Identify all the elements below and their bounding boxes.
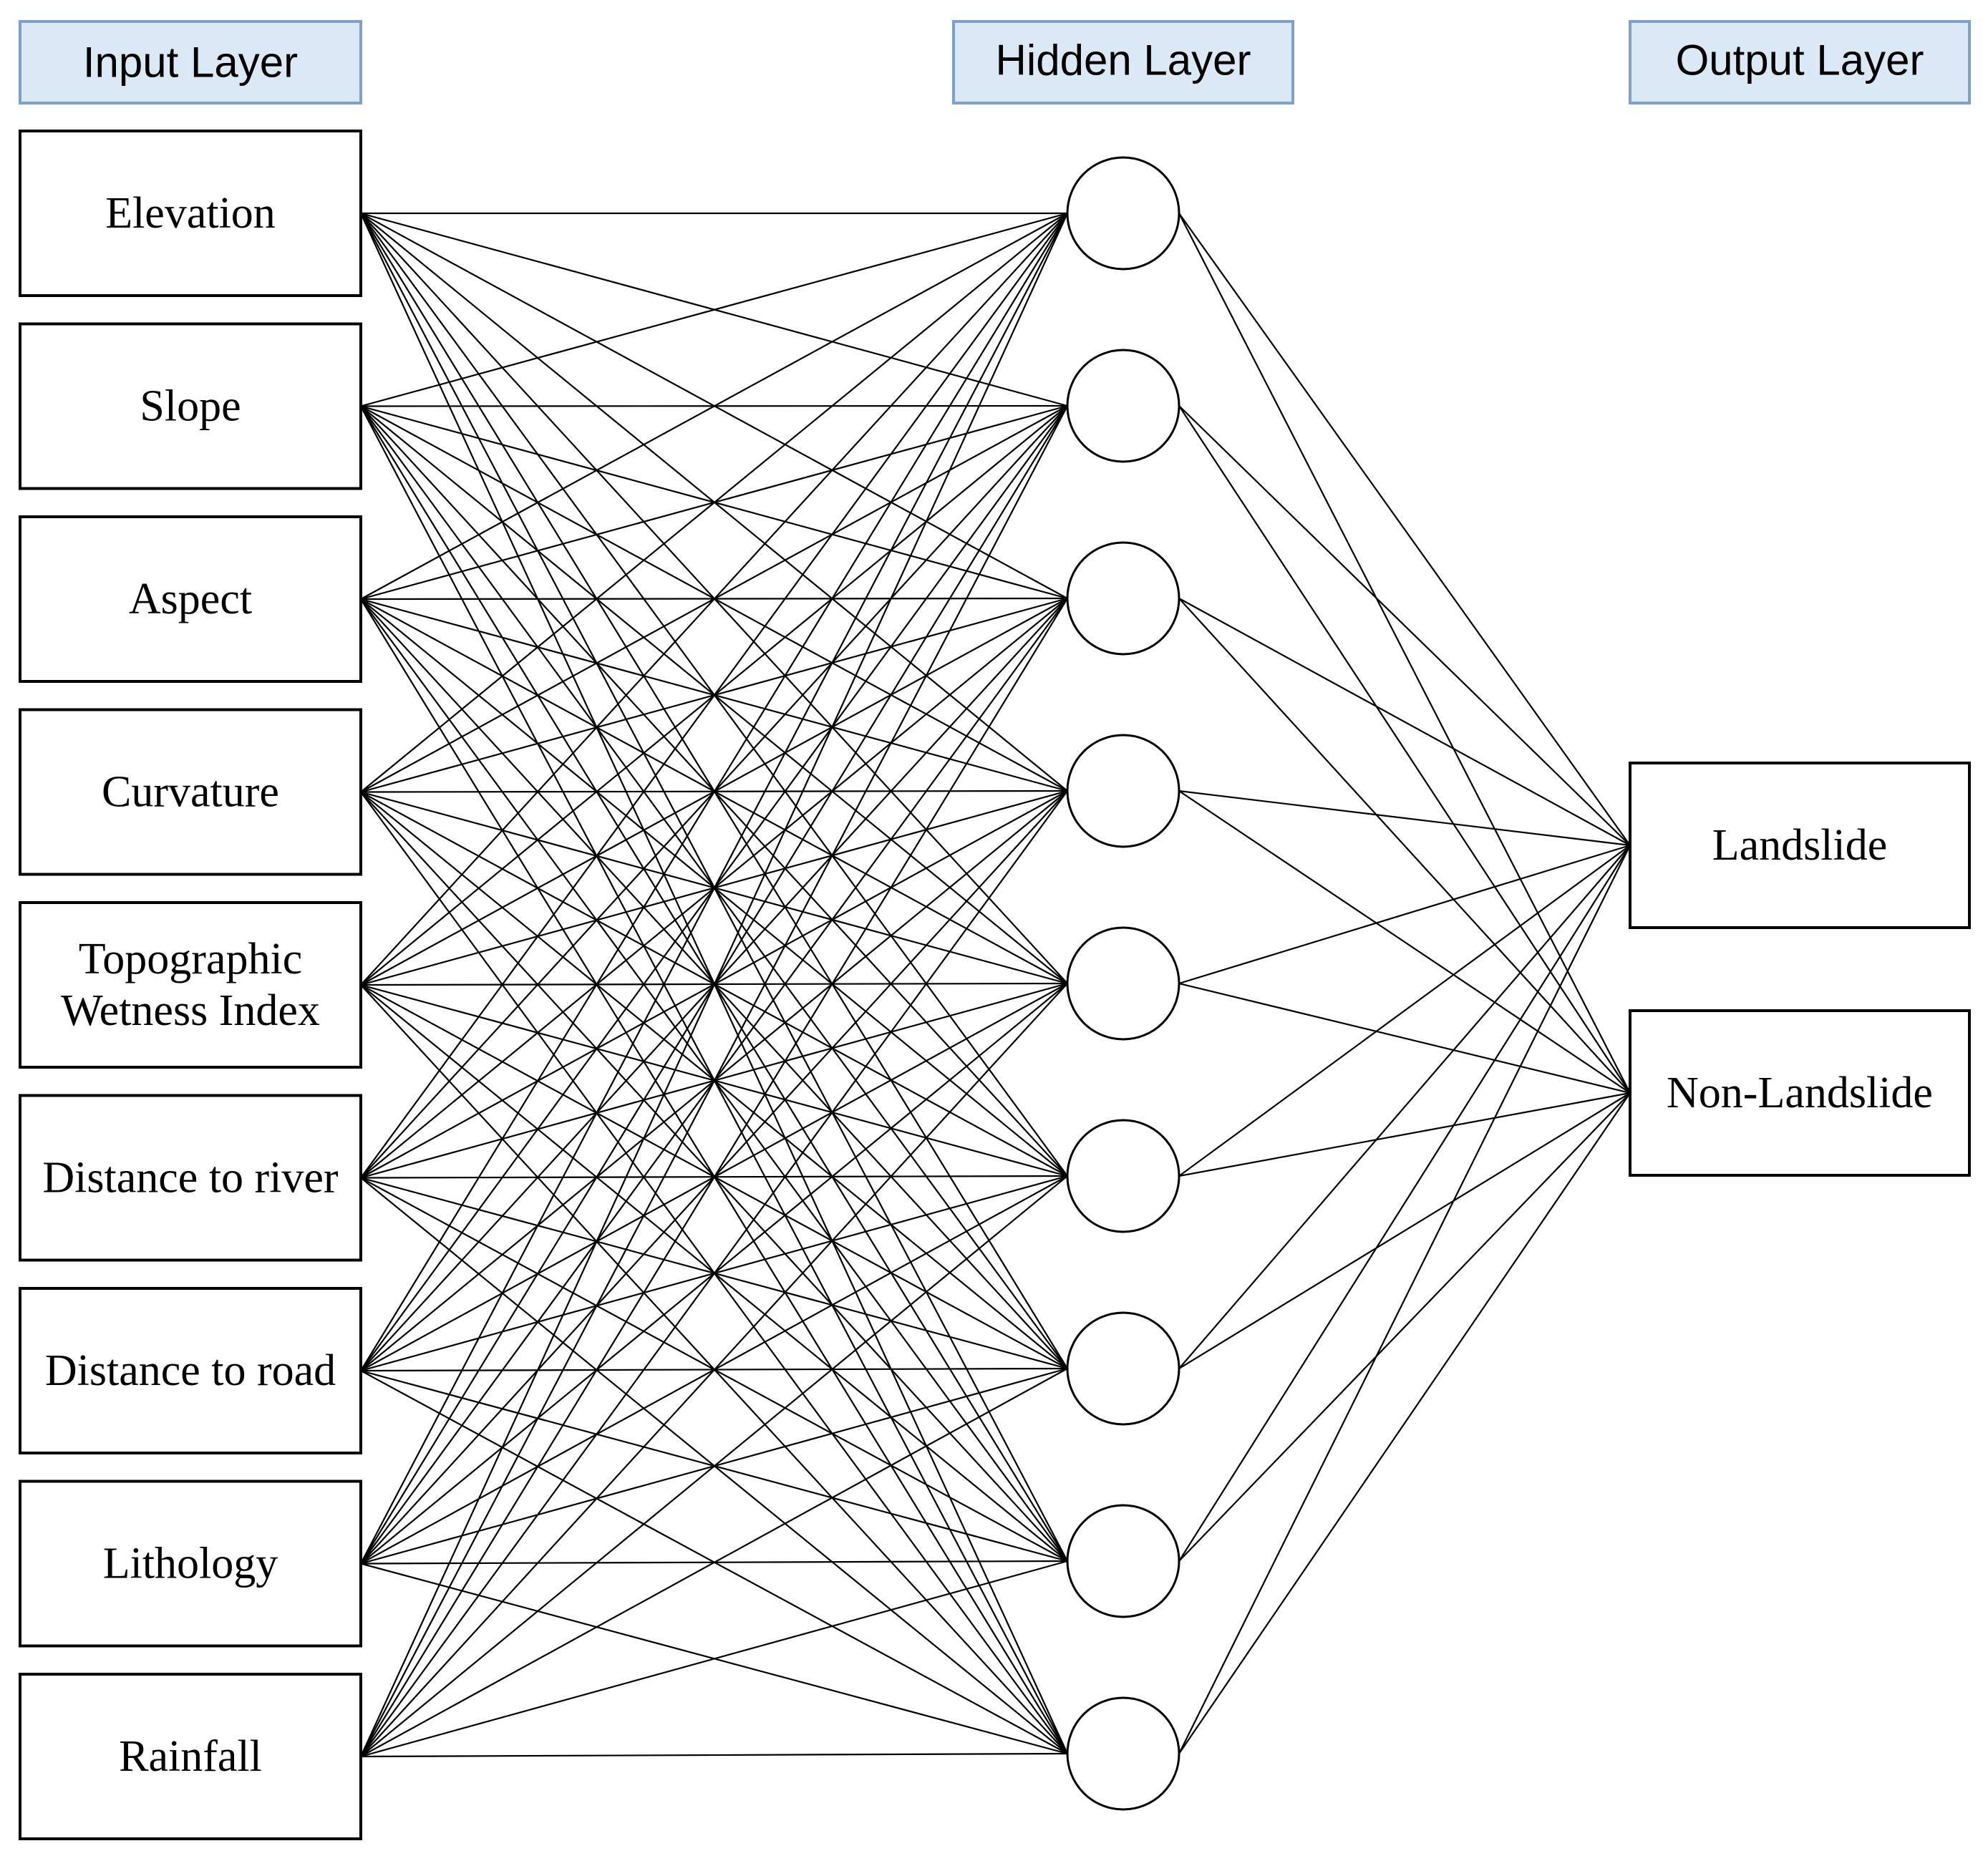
connection-input-9-hidden-7 <box>360 1368 1068 1757</box>
connection-input-3-hidden-1 <box>360 213 1068 600</box>
hidden-neuron-8 <box>1066 1504 1180 1618</box>
input-node-distance-to-river-label: Distance to river <box>42 1154 339 1202</box>
output-node-non-landslide-label: Non-Landslide <box>1667 1069 1933 1117</box>
connection-hidden-6-output-2 <box>1178 1092 1631 1177</box>
input-node-slope: Slope <box>19 322 362 490</box>
input-node-rainfall-label: Rainfall <box>119 1732 262 1781</box>
input-node-topographic-wetness-index-label: Topographic <box>79 935 302 983</box>
hidden-neuron-5 <box>1066 926 1180 1041</box>
input-layer-title: Input Layer <box>83 39 298 87</box>
hidden-layer-title: Hidden Layer <box>996 37 1251 84</box>
input-node-distance-to-road-label: Distance to road <box>45 1346 336 1395</box>
connection-hidden-8-output-1 <box>1178 845 1631 1562</box>
connection-input-7-hidden-1 <box>360 213 1068 1371</box>
input-node-distance-to-road: Distance to road <box>19 1287 362 1454</box>
connection-hidden-4-output-1 <box>1178 789 1631 847</box>
connection-hidden-9-output-2 <box>1178 1092 1631 1754</box>
hidden-neuron-3 <box>1066 541 1180 656</box>
connection-hidden-5-output-2 <box>1178 982 1631 1094</box>
connection-hidden-1-output-1 <box>1178 213 1631 846</box>
hidden-layer-header: Hidden Layer <box>952 20 1294 105</box>
connection-hidden-7-output-1 <box>1178 845 1631 1369</box>
connection-input-9-hidden-1 <box>359 213 1069 1757</box>
connection-input-9-hidden-9 <box>360 1752 1068 1758</box>
input-node-curvature: Curvature <box>19 708 362 876</box>
output-node-non-landslide: Non-Landslide <box>1629 1009 1971 1177</box>
input-node-aspect-label: Aspect <box>129 575 252 623</box>
input-node-distance-to-river: Distance to river <box>19 1094 362 1262</box>
connection-hidden-3-output-2 <box>1178 598 1631 1094</box>
connection-input-4-hidden-1 <box>360 213 1068 793</box>
connection-input-9-hidden-4 <box>360 790 1068 1757</box>
connection-input-9-hidden-3 <box>360 598 1068 1757</box>
connection-hidden-6-output-1 <box>1178 845 1631 1177</box>
connections <box>359 212 1631 1758</box>
hidden-neuron-1 <box>1066 156 1180 271</box>
input-node-lithology: Lithology <box>19 1479 362 1648</box>
connection-hidden-9-output-1 <box>1178 845 1631 1754</box>
input-node-elevation: Elevation <box>19 130 362 297</box>
hidden-neuron-7 <box>1066 1311 1180 1426</box>
hidden-neuron-2 <box>1066 349 1180 463</box>
input-layer: ElevationSlopeAspectCurvatureTopographic… <box>19 130 362 1840</box>
connection-input-5-hidden-1 <box>360 213 1068 986</box>
connection-input-6-hidden-1 <box>360 213 1068 1179</box>
connection-hidden-2-output-1 <box>1178 405 1631 846</box>
input-node-topographic-wetness-index-label: Wetness Index <box>61 986 320 1035</box>
connection-hidden-2-output-2 <box>1178 405 1631 1094</box>
input-node-curvature-label: Curvature <box>102 768 279 817</box>
output-layer-header: Output Layer <box>1629 20 1971 105</box>
connection-input-9-hidden-5 <box>360 983 1068 1757</box>
connection-hidden-8-output-2 <box>1178 1092 1631 1562</box>
connection-input-2-hidden-1 <box>360 212 1068 407</box>
output-node-landslide-label: Landslide <box>1712 821 1888 870</box>
connection-hidden-7-output-2 <box>1178 1092 1631 1369</box>
hidden-layer <box>1066 156 1180 1811</box>
connection-input-8-hidden-1 <box>360 213 1068 1565</box>
connection-input-9-hidden-6 <box>360 1175 1068 1757</box>
connection-input-9-hidden-2 <box>360 405 1068 1757</box>
input-node-slope-label: Slope <box>140 382 241 431</box>
hidden-neuron-4 <box>1066 734 1180 848</box>
connection-hidden-4-output-2 <box>1178 790 1631 1094</box>
connection-hidden-1-output-2 <box>1178 213 1631 1094</box>
hidden-neuron-6 <box>1066 1119 1180 1233</box>
output-layer-title: Output Layer <box>1676 37 1924 84</box>
hidden-neuron-9 <box>1066 1696 1180 1811</box>
connection-hidden-5-output-1 <box>1178 844 1631 985</box>
input-node-rainfall: Rainfall <box>19 1673 362 1840</box>
input-node-aspect: Aspect <box>19 515 362 683</box>
connection-input-9-hidden-8 <box>360 1560 1068 1758</box>
input-node-lithology-label: Lithology <box>103 1540 278 1588</box>
output-node-landslide: Landslide <box>1629 762 1971 929</box>
input-layer-header: Input Layer <box>19 20 362 105</box>
connection-hidden-3-output-1 <box>1178 598 1631 846</box>
input-node-elevation-label: Elevation <box>105 189 276 238</box>
